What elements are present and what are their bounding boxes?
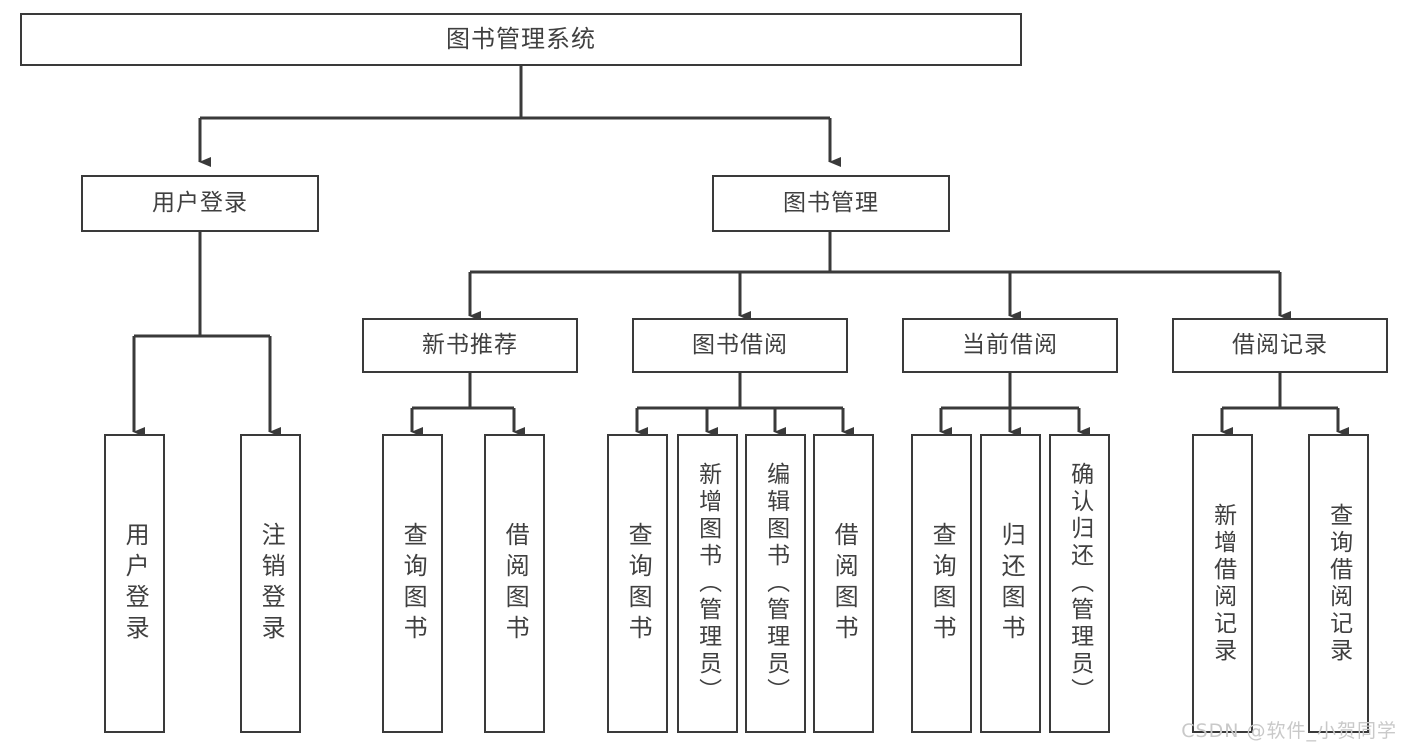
node-label: 图书管理 bbox=[783, 189, 879, 216]
node-current-borrow[interactable]: 当前借阅 bbox=[902, 318, 1118, 373]
node-label: 当前借阅 bbox=[962, 331, 1058, 358]
node-label: 用户登录 bbox=[121, 521, 150, 646]
node-label: 图书管理系统 bbox=[446, 25, 596, 54]
node-label: 查询借阅记录 bbox=[1325, 502, 1352, 665]
leaf-confirm-return-admin[interactable]: 确认归还（管理员） bbox=[1049, 434, 1110, 733]
node-label: 归还图书 bbox=[997, 521, 1026, 646]
node-new-book-recommend[interactable]: 新书推荐 bbox=[362, 318, 578, 373]
node-root-book-management-system[interactable]: 图书管理系统 bbox=[20, 13, 1022, 66]
node-user-login[interactable]: 用户登录 bbox=[81, 175, 319, 232]
leaf-add-book-admin[interactable]: 新增图书（管理员） bbox=[677, 434, 738, 733]
node-label: 编辑图书（管理员） bbox=[762, 462, 789, 705]
node-book-management[interactable]: 图书管理 bbox=[712, 175, 950, 232]
node-label: 新增借阅记录 bbox=[1209, 502, 1236, 665]
node-label: 新增图书（管理员） bbox=[694, 462, 721, 705]
node-label: 查询图书 bbox=[624, 521, 653, 646]
leaf-user-login[interactable]: 用户登录 bbox=[104, 434, 165, 733]
node-label: 新书推荐 bbox=[422, 331, 518, 358]
leaf-borrow-book-recommend[interactable]: 借阅图书 bbox=[484, 434, 545, 733]
leaf-query-book-borrow[interactable]: 查询图书 bbox=[607, 434, 668, 733]
leaf-query-borrow-record[interactable]: 查询借阅记录 bbox=[1308, 434, 1369, 733]
leaf-return-book[interactable]: 归还图书 bbox=[980, 434, 1041, 733]
leaf-borrow-book-borrow[interactable]: 借阅图书 bbox=[813, 434, 874, 733]
node-label: 借阅图书 bbox=[830, 521, 859, 646]
leaf-logout-login[interactable]: 注销登录 bbox=[240, 434, 301, 733]
node-label: 借阅记录 bbox=[1232, 331, 1328, 358]
leaf-query-book-current[interactable]: 查询图书 bbox=[911, 434, 972, 733]
node-borrow-record[interactable]: 借阅记录 bbox=[1172, 318, 1388, 373]
node-label: 用户登录 bbox=[152, 189, 248, 216]
leaf-edit-book-admin[interactable]: 编辑图书（管理员） bbox=[745, 434, 806, 733]
node-label: 查询图书 bbox=[928, 521, 957, 646]
node-label: 查询图书 bbox=[399, 521, 428, 646]
leaf-query-book-recommend[interactable]: 查询图书 bbox=[382, 434, 443, 733]
node-label: 借阅图书 bbox=[501, 521, 530, 646]
node-label: 注销登录 bbox=[257, 521, 286, 646]
node-label: 确认归还（管理员） bbox=[1066, 462, 1093, 705]
node-label: 图书借阅 bbox=[692, 331, 788, 358]
node-book-borrow[interactable]: 图书借阅 bbox=[632, 318, 848, 373]
leaf-add-borrow-record[interactable]: 新增借阅记录 bbox=[1192, 434, 1253, 733]
